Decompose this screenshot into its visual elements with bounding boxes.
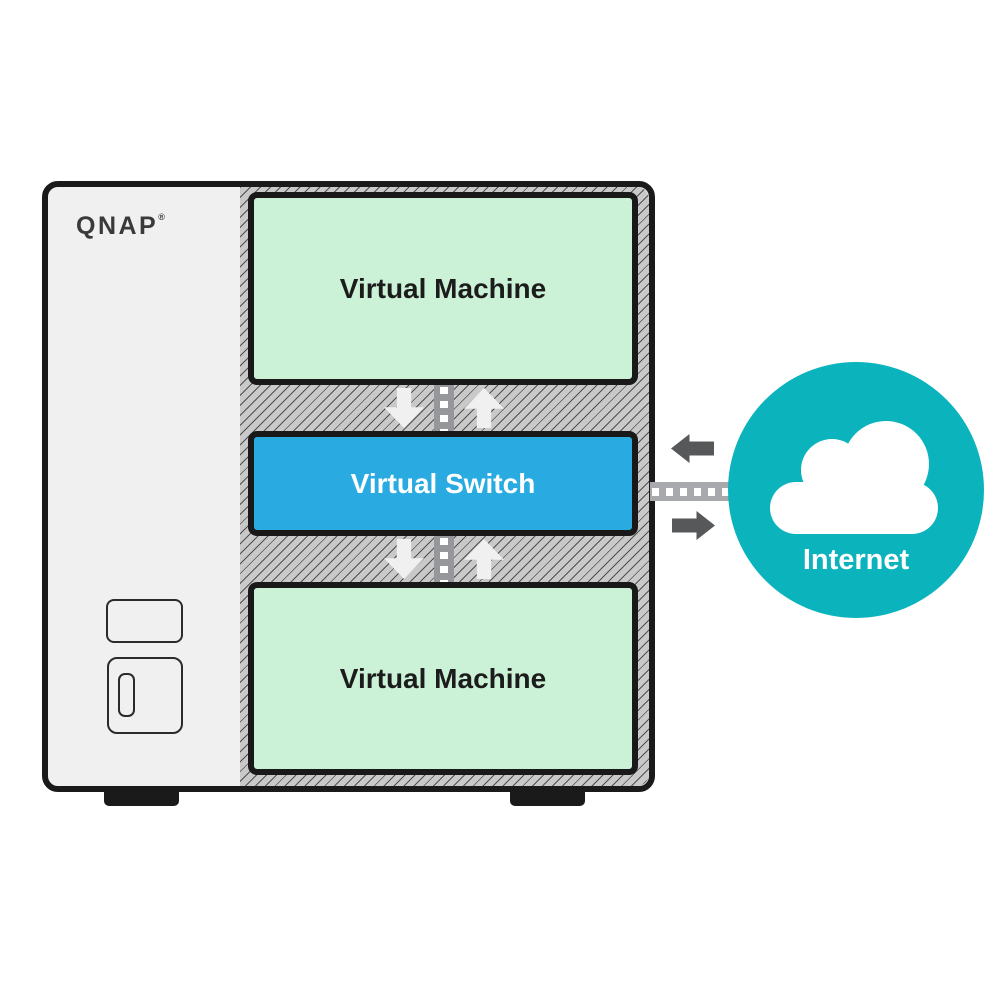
dotted-line — [440, 387, 448, 433]
internet-cloud: Internet — [728, 362, 984, 618]
qnap-logo: QNAP® — [76, 202, 165, 241]
dotted-line — [652, 488, 742, 496]
virtual-machine-label: Virtual Machine — [339, 272, 547, 304]
vm-switch-link-top — [434, 385, 454, 433]
vm-switch-link-bottom — [434, 536, 454, 584]
inbound-left-arrow-icon — [671, 434, 714, 463]
power-button — [106, 599, 183, 643]
internet-label: Internet — [802, 544, 910, 576]
usb-slot — [118, 673, 135, 717]
usb-port — [107, 657, 183, 734]
outbound-right-arrow-icon — [672, 511, 715, 540]
qnap-logo-text: QNAP — [76, 212, 159, 240]
nas-foot-left — [104, 788, 179, 806]
switch-internet-link — [650, 482, 742, 501]
registered-mark: ® — [158, 212, 165, 222]
virtual-machine-box-bottom: Virtual Machine — [248, 582, 638, 775]
virtual-switch-box: Virtual Switch — [248, 431, 638, 536]
virtual-machine-label: Virtual Machine — [339, 662, 547, 694]
virtual-switch-label: Virtual Switch — [350, 467, 536, 499]
nas-foot-right — [510, 788, 585, 806]
virtual-machine-box-top: Virtual Machine — [248, 192, 638, 385]
cloud-icon — [770, 421, 938, 534]
dotted-line — [440, 538, 448, 584]
